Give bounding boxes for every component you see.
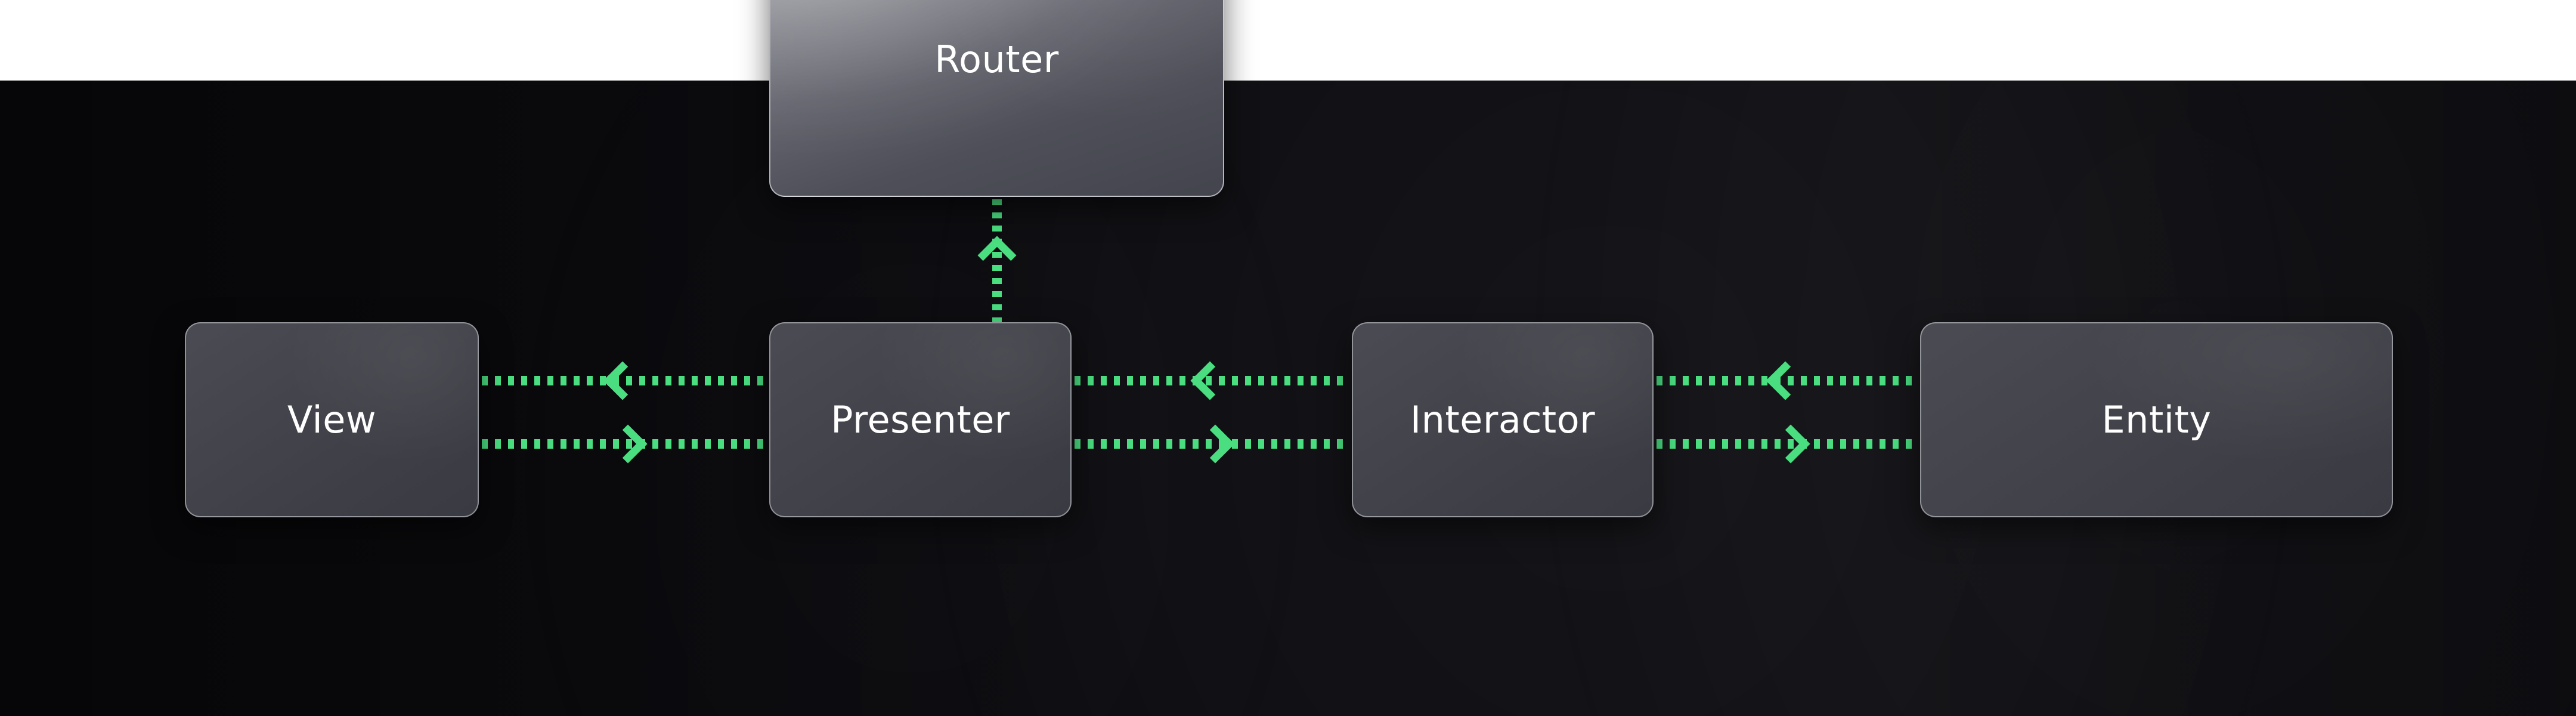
node-view[interactable]: View (185, 322, 479, 517)
connection-dotted-line (1075, 439, 1350, 449)
node-label-view: View (287, 397, 377, 442)
node-interactor[interactable]: Interactor (1352, 322, 1654, 517)
connection-dotted-line (992, 199, 1002, 322)
connection-dotted-line (482, 376, 767, 385)
top-white-band (0, 0, 2576, 81)
node-sheen (770, 0, 1223, 196)
node-entity[interactable]: Entity (1920, 322, 2393, 517)
connection-dotted-line (1657, 376, 1919, 385)
connection-dotted-line (1075, 376, 1350, 385)
connection-dotted-line (482, 439, 767, 449)
node-router[interactable]: Router (769, 0, 1224, 197)
connection-dotted-line (1657, 439, 1919, 449)
node-presenter[interactable]: Presenter (769, 322, 1072, 517)
node-label-presenter: Presenter (831, 397, 1010, 442)
node-label-interactor: Interactor (1410, 397, 1596, 442)
node-label-router: Router (934, 38, 1059, 81)
node-label-entity: Entity (2101, 397, 2212, 442)
